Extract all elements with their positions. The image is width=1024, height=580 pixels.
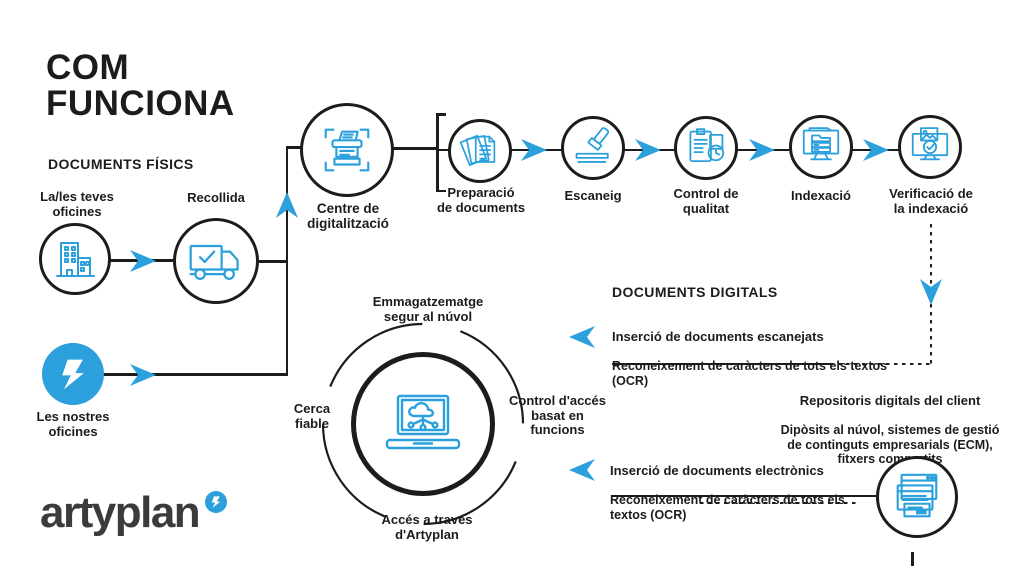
pickup-node xyxy=(173,218,259,304)
platform-feature-artyplan-access: Accés a través d'Artyplan xyxy=(381,512,473,542)
client-repositories-title: Repositoris digitals del client xyxy=(799,392,981,408)
step-preparation-label: Preparació de documents xyxy=(436,185,526,215)
arrow-right-icon xyxy=(749,139,775,161)
platform-feature-access-control: Control d'accés basat en funcions xyxy=(508,393,606,438)
step-scanning-label: Escaneig xyxy=(564,188,622,203)
step-quality-label: Control de qualitat xyxy=(673,186,739,216)
scanned-documents-title: Inserció de documents escanejats xyxy=(612,328,824,344)
connector-spine-vertical xyxy=(285,146,289,376)
section-label-digital-documents: DOCUMENTS DIGITALS xyxy=(612,284,778,300)
step-preparation-node xyxy=(448,119,512,183)
step-indexing-node xyxy=(789,115,853,179)
platform-feature-search: Cerca fiable xyxy=(293,401,331,431)
platform-inner-ring xyxy=(351,352,495,496)
document-scanner-icon xyxy=(324,128,370,172)
connector-center-to-bracket xyxy=(392,147,438,150)
connector-scanned-underline xyxy=(612,362,832,366)
arrow-right-icon xyxy=(130,250,156,272)
indexing-monitor-icon xyxy=(802,127,840,161)
connector-electronic-underline xyxy=(612,494,878,498)
connector-scanned-dashed xyxy=(830,363,931,366)
artyplan-mark-icon xyxy=(211,496,221,508)
client-repositories-desc: Dipòsits al núvol, sistemes de gestió de… xyxy=(780,422,1000,467)
arrow-left-icon xyxy=(569,326,595,348)
quality-checklist-icon xyxy=(689,128,725,163)
connector-pickup-to-spine xyxy=(256,260,288,263)
arrow-down-icon xyxy=(920,279,942,305)
office-building-icon xyxy=(56,242,95,277)
pickup-label: Recollida xyxy=(187,190,245,205)
step-indexing-label: Indexació xyxy=(791,188,851,203)
artyplan-logo-badge xyxy=(205,491,227,513)
browser-windows-icon xyxy=(896,473,938,518)
artyplan-wordmark: artyplan xyxy=(40,488,201,537)
delivery-truck-icon xyxy=(189,244,239,280)
cloud-laptop-icon xyxy=(385,394,461,450)
connector-spine-to-center xyxy=(288,146,304,149)
our-offices-label: Les nostres oficines xyxy=(36,409,110,439)
arrow-right-icon xyxy=(635,139,661,161)
platform-feature-storage: Emmagatzematge segur al núvol xyxy=(372,294,484,324)
our-offices-node xyxy=(42,343,104,405)
hand-scanner-icon xyxy=(575,127,610,163)
step-quality-node xyxy=(674,116,738,180)
arrow-right-icon xyxy=(130,364,156,386)
your-offices-node xyxy=(39,223,111,295)
electronic-documents-desc: Reconeixement de caràcters de tots els t… xyxy=(610,492,845,522)
bracket-tick-bottom xyxy=(437,189,446,193)
scanned-documents-desc: Reconeixement de caràcters de tots els t… xyxy=(612,358,888,388)
connector-our-offices-to-spine xyxy=(102,373,288,376)
digitization-center-node xyxy=(300,103,394,197)
arrow-right-icon xyxy=(521,139,547,161)
connector-repository-tail xyxy=(911,552,914,566)
digitization-center-label: Centre de digitalització xyxy=(307,201,389,232)
your-offices-label: La/les teves oficines xyxy=(40,189,114,219)
step-verification-node xyxy=(898,115,962,179)
client-repositories-block: Repositoris digitals del client Dipòsits… xyxy=(762,378,1018,482)
platform-outer-ring xyxy=(321,322,525,526)
connector-electronic-dotted xyxy=(700,501,858,504)
artyplan-mark-icon xyxy=(62,359,84,390)
verification-monitor-icon xyxy=(911,127,949,161)
step-scanning-node xyxy=(561,116,625,180)
document-stack-icon xyxy=(459,134,496,166)
arrow-left-icon xyxy=(569,459,595,481)
section-label-physical-documents: DOCUMENTS FÍSICS xyxy=(48,156,194,172)
scanned-documents-block: Inserció de documents escanejats Reconei… xyxy=(612,314,952,403)
bracket-line xyxy=(436,113,439,192)
page-title: COM FUNCIONA xyxy=(46,48,235,123)
bracket-tick-top xyxy=(437,113,446,116)
step-verification-label: Verificació de la indexació xyxy=(889,186,973,216)
arrow-right-icon xyxy=(863,139,889,161)
arrow-up-icon xyxy=(276,192,298,218)
electronic-documents-title: Inserció de documents electrònics xyxy=(610,462,824,478)
client-repositories-node xyxy=(876,456,958,538)
